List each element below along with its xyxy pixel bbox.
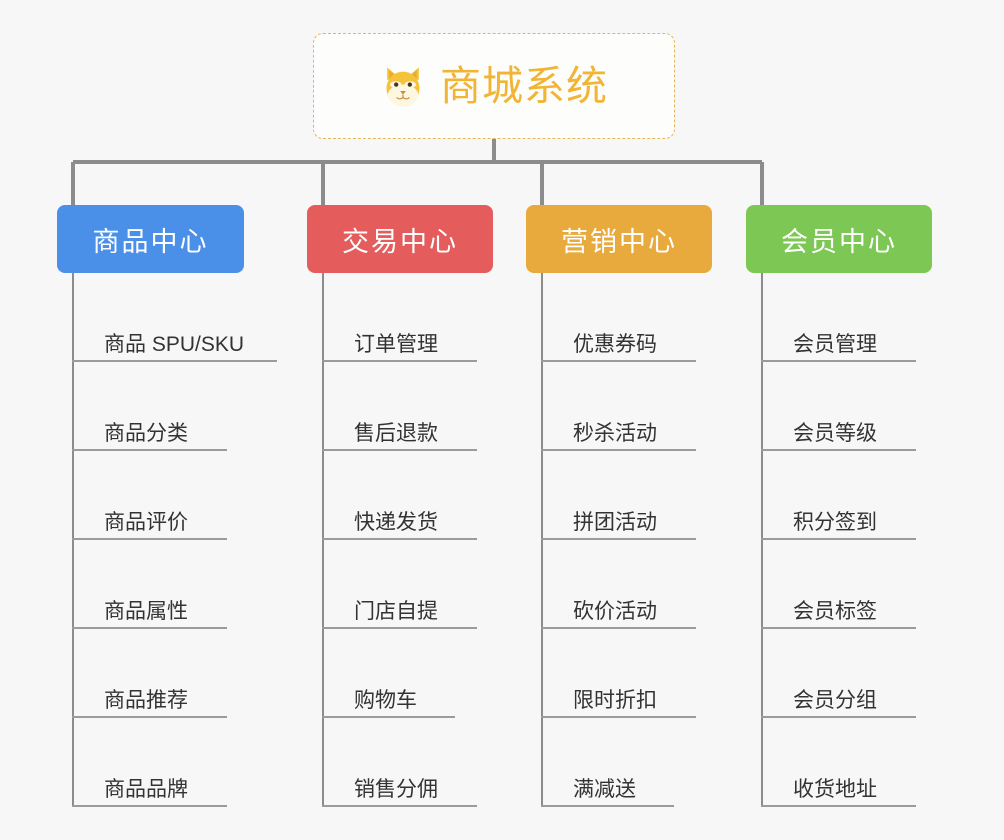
root-title: 商城系统 [440, 62, 608, 109]
leaf-item[interactable]: 限时折扣 [541, 629, 712, 718]
leaf-item-label: 会员管理 [793, 333, 877, 356]
branch-header-label: 商品中心 [92, 226, 209, 257]
branch-column: 商品中心商品 SPU/SKU 商品分类商品评价商品属性商品推荐商品品牌 [57, 205, 277, 807]
leaf-item-label: 商品品牌 [104, 778, 188, 801]
leaf-item-underline [761, 538, 916, 540]
leaf-item[interactable]: 会员标签 [761, 540, 932, 629]
branch-leaf-list: 会员管理会员等级积分签到会员标签会员分组收货地址 [761, 273, 932, 807]
leaf-item[interactable]: 门店自提 [322, 540, 493, 629]
branch-column: 交易中心订单管理售后退款快递发货门店自提购物车销售分佣 [307, 205, 493, 807]
leaf-item-label: 商品属性 [104, 600, 188, 623]
branch-header[interactable]: 营销中心 [526, 205, 712, 273]
leaf-item-label: 砍价活动 [573, 600, 657, 623]
leaf-item-label: 拼团活动 [573, 511, 657, 534]
leaf-item-underline [322, 449, 477, 451]
leaf-item[interactable]: 商品 SPU/SKU [72, 273, 277, 362]
leaf-item-underline [761, 449, 916, 451]
leaf-item-label: 快递发货 [354, 511, 438, 534]
leaf-item[interactable]: 秒杀活动 [541, 362, 712, 451]
leaf-item-underline [761, 716, 916, 718]
leaf-item-underline [322, 716, 455, 718]
leaf-item[interactable]: 售后退款 [322, 362, 493, 451]
branch-leaf-list: 商品 SPU/SKU 商品分类商品评价商品属性商品推荐商品品牌 [72, 273, 277, 807]
leaf-item-underline [541, 360, 696, 362]
leaf-item-label: 商品推荐 [104, 689, 188, 712]
leaf-item[interactable]: 商品推荐 [72, 629, 244, 718]
root-node[interactable]: 商城系统 [313, 33, 675, 139]
leaf-item-underline [761, 360, 916, 362]
branch-header[interactable]: 商品中心 [57, 205, 244, 273]
leaf-item-underline [761, 627, 916, 629]
leaf-item[interactable]: 砍价活动 [541, 540, 712, 629]
branch-header[interactable]: 会员中心 [746, 205, 932, 273]
leaf-item-underline [541, 716, 696, 718]
leaf-item-label: 收货地址 [793, 778, 877, 801]
leaf-item-label: 优惠券码 [573, 333, 657, 356]
leaf-item[interactable]: 商品属性 [72, 540, 244, 629]
leaf-item[interactable]: 商品评价 [72, 451, 244, 540]
leaf-item-underline [541, 805, 674, 807]
shiba-dog-face-icon [386, 67, 420, 107]
leaf-item-underline [322, 538, 477, 540]
branch-header[interactable]: 交易中心 [307, 205, 493, 273]
leaf-item[interactable]: 商品分类 [72, 362, 244, 451]
leaf-item-label: 商品分类 [104, 422, 188, 445]
leaf-item[interactable]: 收货地址 [761, 718, 932, 807]
leaf-item-underline [541, 449, 696, 451]
leaf-item-underline [322, 360, 477, 362]
leaf-item[interactable]: 积分签到 [761, 451, 932, 540]
leaf-item-underline [72, 360, 277, 362]
leaf-item-label: 销售分佣 [354, 778, 438, 801]
leaf-item-underline [541, 538, 696, 540]
branch-spine [761, 273, 763, 807]
leaf-item-label: 会员分组 [793, 689, 877, 712]
leaf-item[interactable]: 优惠券码 [541, 273, 712, 362]
leaf-item[interactable]: 销售分佣 [322, 718, 493, 807]
leaf-item-underline [72, 716, 227, 718]
leaf-item-underline [72, 627, 227, 629]
leaf-item-label: 售后退款 [354, 422, 438, 445]
leaf-item-label: 限时折扣 [573, 689, 657, 712]
leaf-item[interactable]: 会员分组 [761, 629, 932, 718]
leaf-item-label: 秒杀活动 [573, 422, 657, 445]
leaf-item-underline [322, 627, 477, 629]
leaf-item-label: 订单管理 [354, 333, 438, 356]
leaf-item[interactable]: 商品品牌 [72, 718, 244, 807]
leaf-item-label: 商品评价 [104, 511, 188, 534]
leaf-item-underline [72, 449, 227, 451]
branch-column: 会员中心会员管理会员等级积分签到会员标签会员分组收货地址 [746, 205, 932, 807]
leaf-item-label: 门店自提 [354, 600, 438, 623]
leaf-item-underline [322, 805, 477, 807]
leaf-item[interactable]: 会员等级 [761, 362, 932, 451]
leaf-item[interactable]: 订单管理 [322, 273, 493, 362]
leaf-item[interactable]: 快递发货 [322, 451, 493, 540]
leaf-item[interactable]: 拼团活动 [541, 451, 712, 540]
branch-leaf-list: 优惠券码秒杀活动拼团活动砍价活动限时折扣满减送 [541, 273, 712, 807]
leaf-item-label: 会员等级 [793, 422, 877, 445]
leaf-item-label: 购物车 [354, 689, 417, 712]
leaf-item-underline [72, 805, 227, 807]
leaf-item-label: 积分签到 [793, 511, 877, 534]
leaf-item-label: 会员标签 [793, 600, 877, 623]
branch-header-label: 会员中心 [781, 226, 897, 257]
branch-spine [322, 273, 324, 807]
leaf-item[interactable]: 购物车 [322, 629, 493, 718]
branch-header-label: 交易中心 [342, 226, 458, 257]
leaf-item-underline [541, 627, 696, 629]
leaf-item-underline [761, 805, 916, 807]
leaf-item-label: 满减送 [573, 778, 636, 801]
leaf-item-label: 商品 SPU/SKU [104, 333, 245, 356]
leaf-item-underline [72, 538, 227, 540]
branch-spine [72, 273, 74, 807]
branch-leaf-list: 订单管理售后退款快递发货门店自提购物车销售分佣 [322, 273, 493, 807]
leaf-item[interactable]: 满减送 [541, 718, 712, 807]
branch-header-label: 营销中心 [561, 226, 677, 257]
leaf-item[interactable]: 会员管理 [761, 273, 932, 362]
branch-column: 营销中心优惠券码秒杀活动拼团活动砍价活动限时折扣满减送 [526, 205, 712, 807]
branch-spine [541, 273, 543, 807]
